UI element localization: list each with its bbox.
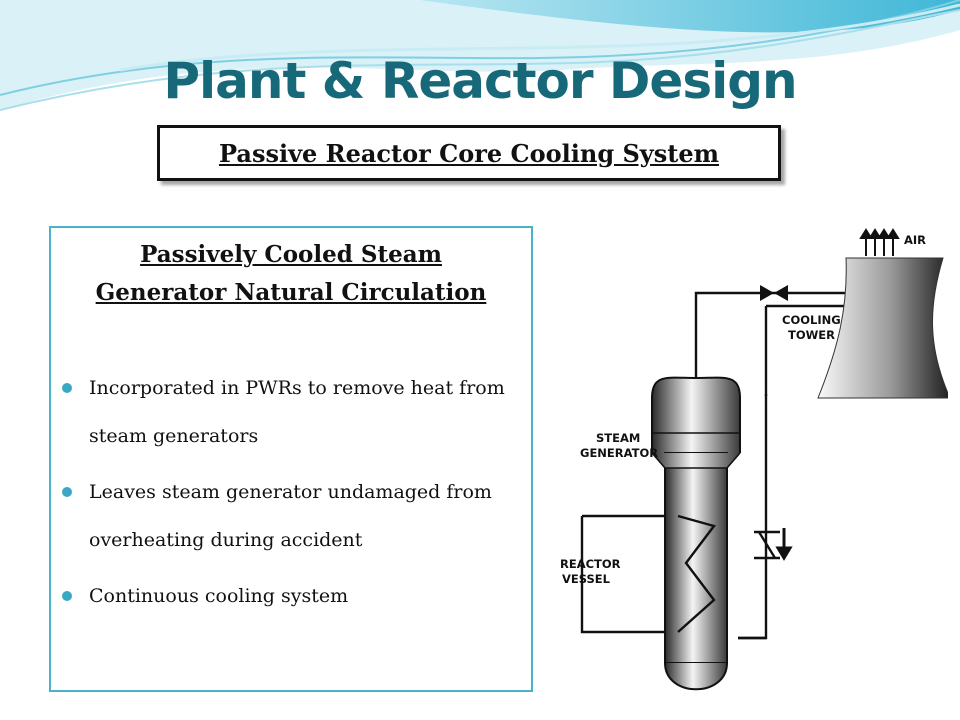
bullet-item: Continuous cooling system (62, 572, 523, 620)
bullet-item: Incorporated in PWRs to remove heat from… (62, 364, 523, 460)
steam-generator-vessel (651, 376, 741, 691)
loop-lines (580, 383, 768, 640)
subtitle-box: Passive Reactor Core Cooling System (157, 125, 781, 181)
check-valve-icon (754, 530, 780, 560)
panel-title-line-1: Passively Cooled Steam (140, 241, 442, 268)
page-title: Plant & Reactor Design (163, 52, 797, 110)
label-steam-line-1: STEAM (596, 431, 640, 445)
return-line (738, 306, 848, 638)
content-panel: Passively Cooled Steam Generator Natural… (49, 226, 533, 692)
bullet-dot-icon (62, 383, 72, 393)
label-reactor-line-1: REACTOR (560, 557, 621, 571)
cooling-tower (817, 257, 948, 399)
bullet-dot-icon (62, 487, 72, 497)
cooling-system-diagram: AIR COOLING TOWER STEAM GENERATOR REACTO… (560, 228, 948, 691)
secondary-lines (764, 304, 848, 383)
bullet-list: Incorporated in PWRs to remove heat from… (51, 364, 531, 620)
label-reactor-line-2: VESSEL (562, 572, 611, 586)
header-wave-decoration (0, 0, 960, 111)
bullet-item: Leaves steam generator undamaged from ov… (62, 468, 523, 564)
bullet-text: Incorporated in PWRs to remove heat from… (89, 377, 505, 447)
subtitle: Passive Reactor Core Cooling System (219, 138, 719, 168)
bullet-dot-icon (62, 591, 72, 601)
label-cooling-line-1: COOLING (782, 313, 841, 327)
label-steam-line-2: GENERATOR (580, 446, 658, 460)
flow-arrow-icon (775, 528, 793, 561)
bullet-text: Leaves steam generator undamaged from ov… (89, 481, 492, 551)
air-arrows (859, 228, 900, 256)
gate-valve-icon (760, 285, 788, 301)
label-cooling-line-2: TOWER (788, 328, 835, 342)
label-air: AIR (904, 233, 926, 247)
panel-title: Passively Cooled Steam Generator Natural… (51, 236, 531, 312)
panel-title-line-2: Generator Natural Circulation (95, 279, 487, 306)
bullet-text: Continuous cooling system (89, 585, 349, 607)
